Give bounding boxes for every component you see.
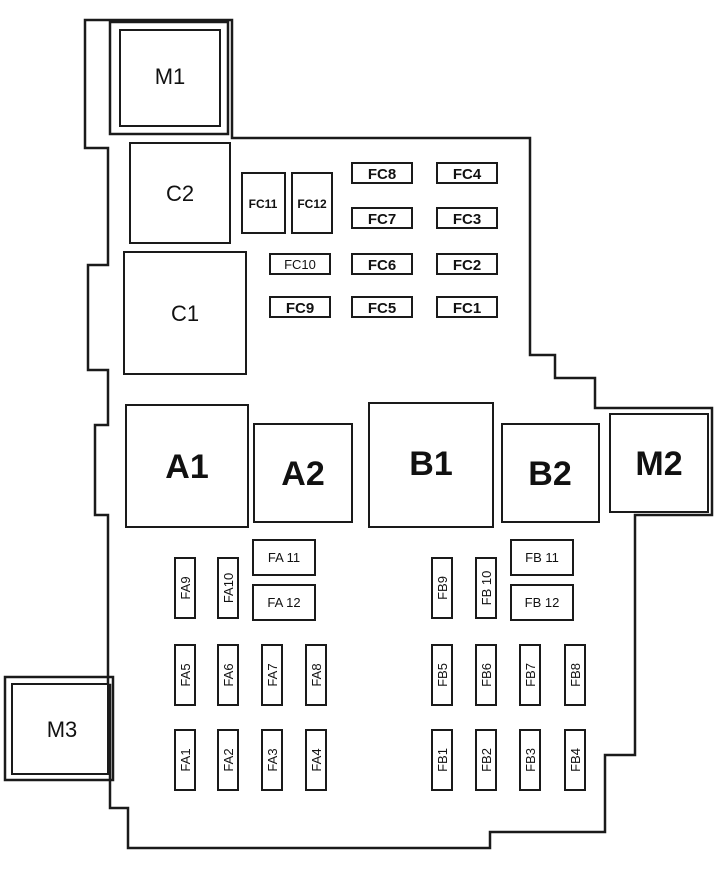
- relay-b2-label: B2: [528, 455, 571, 493]
- fuse-fa8-label: FA8: [309, 663, 324, 686]
- fuse-fa3-label: FA3: [265, 748, 280, 771]
- fuse-fb9-label: FB9: [435, 576, 450, 600]
- fuse-fb10-label: FB 10: [479, 571, 494, 606]
- fuse-fb4: [564, 729, 586, 791]
- fuse-fb6: [475, 644, 497, 706]
- fuse-fb12-label: FB 12: [525, 595, 560, 610]
- fuse-fa5: [174, 644, 196, 706]
- fuse-fc6-label: FC6: [368, 257, 396, 274]
- fuse-fc3-label: FC3: [453, 211, 481, 228]
- fuse-fc5-label: FC5: [368, 300, 396, 317]
- relay-a1-label: A1: [165, 448, 208, 486]
- fuse-fc7-label: FC7: [368, 211, 396, 228]
- fuse-fa11-label: FA 11: [268, 550, 300, 565]
- fuse-fb2-label: FB2: [479, 748, 494, 772]
- fuse-fb9: [431, 557, 453, 619]
- fuse-fc7: [351, 207, 413, 229]
- fuse-fa6: [217, 644, 239, 706]
- fuse-fb5: [431, 644, 453, 706]
- fuse-fa8: [305, 644, 327, 706]
- fuse-fa11: [252, 539, 316, 576]
- fuse-fa9-label: FA9: [178, 576, 193, 599]
- relay-a2-label: A2: [281, 455, 324, 493]
- fuse-fb8: [564, 644, 586, 706]
- relay-m1-enclosure: [108, 20, 230, 136]
- fuse-fa10: [217, 557, 239, 619]
- fuse-fc5: [351, 296, 413, 318]
- fuse-fb7: [519, 644, 541, 706]
- fuse-fa4-label: FA4: [309, 748, 324, 771]
- fuse-fc9: [269, 296, 331, 318]
- relay-c1-label: C1: [171, 301, 199, 326]
- relay-b1: [368, 402, 494, 528]
- fuse-fb11: [510, 539, 574, 576]
- fuse-fb11-label: FB 11: [525, 550, 559, 565]
- fuse-fc2-label: FC2: [453, 257, 481, 274]
- fuse-fa7: [261, 644, 283, 706]
- fuse-fa12-label: FA 12: [267, 595, 300, 610]
- fuse-fb7-label: FB7: [523, 663, 538, 687]
- relay-c2-label: C2: [166, 181, 194, 206]
- fuse-fa2: [217, 729, 239, 791]
- fuse-fc1: [436, 296, 498, 318]
- fuse-fa6-label: FA6: [221, 663, 236, 686]
- fuse-fb6-label: FB6: [479, 663, 494, 687]
- fuse-fc1-label: FC1: [453, 300, 481, 317]
- relay-a1: [125, 404, 249, 528]
- fuse-fa10-label: FA10: [221, 573, 236, 603]
- fuse-fb12: [510, 584, 574, 621]
- relay-m1: [119, 29, 221, 127]
- fuse-fc9-label: FC9: [286, 300, 314, 317]
- relay-m3: [11, 683, 109, 775]
- fuse-fb2: [475, 729, 497, 791]
- relay-m2-label: M2: [635, 445, 682, 483]
- relay-c2: [129, 142, 231, 244]
- relay-m3-enclosure: [3, 675, 115, 782]
- housing-outline: [83, 18, 714, 850]
- fuse-fb8-label: FB8: [568, 663, 583, 687]
- fuse-fa5-label: FA5: [178, 663, 193, 686]
- fuse-fa2-label: FA2: [221, 748, 236, 771]
- fuse-fc4: [436, 162, 498, 184]
- relay-c1: [123, 251, 247, 375]
- relay-b2: [501, 423, 600, 523]
- fuse-fc11-label: FC11: [249, 197, 278, 211]
- relay-a2: [253, 423, 353, 523]
- fuse-fc2: [436, 253, 498, 275]
- fuse-fa1-label: FA1: [178, 748, 193, 771]
- fuse-fc12-label: FC12: [297, 197, 327, 211]
- relay-m1-label: M1: [155, 64, 186, 89]
- fuse-fc12: [291, 172, 333, 234]
- fuse-fa9: [174, 557, 196, 619]
- fuse-fb3-label: FB3: [523, 748, 538, 772]
- fuse-fb1: [431, 729, 453, 791]
- fuse-fa1: [174, 729, 196, 791]
- relay-m3-label: M3: [47, 717, 78, 742]
- fuse-fb5-label: FB5: [435, 663, 450, 687]
- fuse-fc8-label: FC8: [368, 166, 396, 183]
- fuse-fc6: [351, 253, 413, 275]
- fuse-fb1-label: FB1: [435, 748, 450, 772]
- fuse-fa3: [261, 729, 283, 791]
- fuse-fa12: [252, 584, 316, 621]
- fuse-fc3: [436, 207, 498, 229]
- fuse-fc4-label: FC4: [453, 166, 482, 183]
- fuse-fb3: [519, 729, 541, 791]
- relay-b1-label: B1: [409, 445, 452, 483]
- fuse-fc10-label: FC10: [284, 257, 316, 272]
- fuse-fb10: [475, 557, 497, 619]
- fuse-fc10: [269, 253, 331, 275]
- fuse-fa4: [305, 729, 327, 791]
- fuse-fb4-label: FB4: [568, 748, 583, 772]
- fuse-fc11: [241, 172, 286, 234]
- relay-m2: [609, 413, 709, 513]
- fuse-fa7-label: FA7: [265, 663, 280, 686]
- fuse-fc8: [351, 162, 413, 184]
